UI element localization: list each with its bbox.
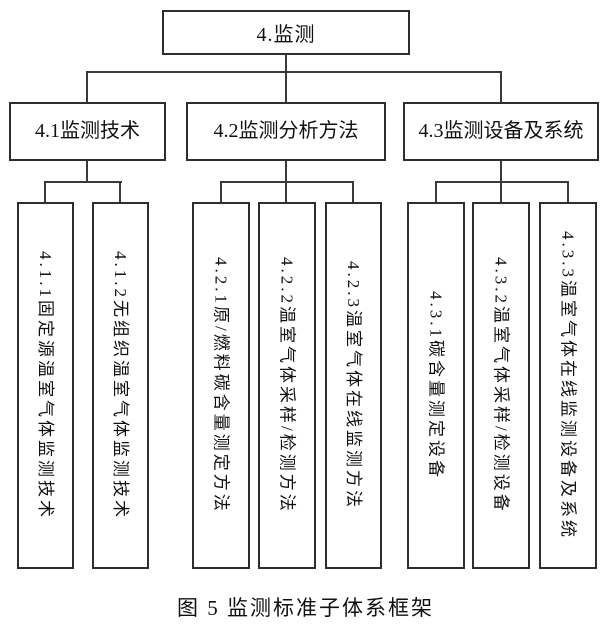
- connector-to-branch-4-3: [500, 71, 502, 103]
- connector-to-leaf-4-3-2: [500, 181, 502, 202]
- node-leaf-4-3-2-ghg-sampling-testing-equipment: 4.3.2温室气体采样/检测设备: [472, 202, 530, 569]
- node-branch-4-2-monitoring-analysis-methods: 4.2监测分析方法: [186, 102, 386, 161]
- node-branch-4-3-label: 4.3监测设备及系统: [418, 120, 584, 142]
- node-leaf-4-2-3-label: 4.2.3温室气体在线监测方法: [344, 261, 363, 510]
- connector-level1-rail: [86, 71, 502, 73]
- node-branch-4-1-monitoring-technology: 4.1监测技术: [9, 102, 166, 161]
- node-root-monitoring: 4.监测: [162, 10, 410, 55]
- node-leaf-4-1-1-label: 4.1.1固定源温室气体监测技术: [36, 251, 55, 520]
- node-leaf-4-2-1-raw-fuel-carbon-content-determination-method: 4.2.1原/燃料碳含量测定方法: [192, 202, 250, 569]
- node-leaf-4-1-2-fugitive-ghg-monitoring-technology: 4.1.2无组织温室气体监测技术: [92, 202, 149, 569]
- node-root-label: 4.监测: [256, 24, 316, 46]
- node-leaf-4-2-1-label: 4.2.1原/燃料碳含量测定方法: [211, 257, 231, 514]
- connector-to-leaf-4-2-1: [220, 181, 222, 202]
- connector-branch-4-1-drop: [86, 161, 88, 182]
- node-leaf-4-2-2-label: 4.2.2温室气体采样/检测方法: [277, 257, 297, 514]
- node-leaf-4-1-2-label: 4.1.2无组织温室气体监测技术: [111, 251, 130, 520]
- node-branch-4-2-label: 4.2监测分析方法: [213, 120, 359, 142]
- connector-branch-4-2-drop: [285, 161, 287, 182]
- connector-col1-rail: [44, 181, 122, 183]
- connector-to-leaf-4-3-1: [435, 181, 437, 202]
- figure-caption: 图 5 监测标准子体系框架: [177, 596, 434, 620]
- node-leaf-4-3-1-carbon-content-determination-equipment: 4.3.1碳含量测定设备: [407, 202, 465, 569]
- connector-root-drop: [285, 55, 287, 103]
- connector-col2-rail: [220, 181, 354, 183]
- node-branch-4-3-monitoring-equipment-systems: 4.3监测设备及系统: [403, 102, 599, 161]
- connector-col3-rail: [435, 181, 569, 183]
- node-leaf-4-2-2-ghg-sampling-testing-method: 4.2.2温室气体采样/检测方法: [258, 202, 316, 569]
- connector-to-leaf-4-1-2: [119, 181, 121, 202]
- node-branch-4-1-label: 4.1监测技术: [35, 120, 140, 142]
- connector-to-leaf-4-2-2: [285, 181, 287, 202]
- connector-to-leaf-4-1-1: [44, 181, 46, 202]
- node-leaf-4-3-2-label: 4.3.2温室气体采样/检测设备: [491, 257, 511, 514]
- connector-to-leaf-4-3-3: [567, 181, 569, 202]
- node-leaf-4-3-1-label: 4.3.1碳含量测定设备: [426, 291, 446, 480]
- node-leaf-4-3-3-label: 4.3.3温室气体在线监测设备及系统: [558, 231, 578, 540]
- connector-to-leaf-4-2-3: [352, 181, 354, 202]
- node-leaf-4-2-3-ghg-online-monitoring-method: 4.2.3温室气体在线监测方法: [325, 202, 382, 569]
- node-leaf-4-3-3-ghg-online-monitoring-equipment-systems: 4.3.3温室气体在线监测设备及系统: [539, 202, 597, 569]
- connector-to-branch-4-1: [86, 71, 88, 103]
- connector-branch-4-3-drop: [500, 161, 502, 182]
- node-leaf-4-1-1-stationary-source-ghg-monitoring-technology: 4.1.1固定源温室气体监测技术: [17, 202, 74, 569]
